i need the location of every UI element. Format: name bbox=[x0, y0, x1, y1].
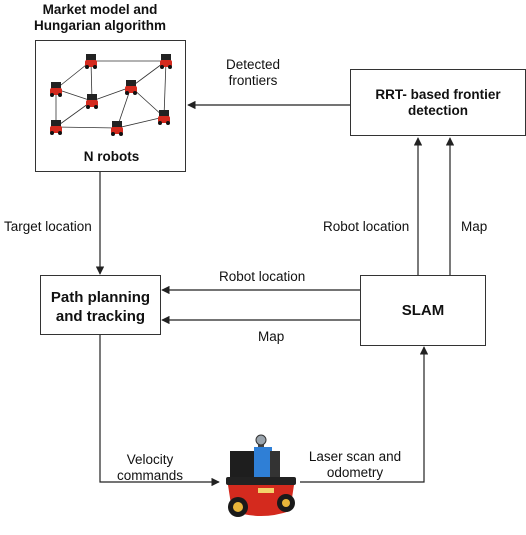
label-velocity-commands: Velocity commands bbox=[116, 452, 184, 483]
rrt-frontier-box: RRT- based frontier detection bbox=[350, 69, 526, 136]
arrow-velocity-commands bbox=[99, 335, 220, 487]
slam-box: SLAM bbox=[360, 275, 486, 346]
label-laser-scan: Laser scan and odometry bbox=[308, 449, 402, 480]
label-detected-frontiers: Detected frontiers bbox=[225, 57, 281, 88]
label-robot-location-left: Robot location bbox=[219, 269, 306, 284]
market-title: Market model and Hungarian algorithm bbox=[33, 2, 166, 33]
label-map-left: Map bbox=[258, 329, 285, 344]
robot-image bbox=[226, 434, 296, 517]
robot-icons bbox=[50, 54, 172, 136]
market-caption: N robots bbox=[83, 149, 140, 164]
path-planning-label: Path planning and tracking bbox=[50, 289, 151, 325]
market-model-box: N robots bbox=[35, 40, 186, 172]
slam-label: SLAM bbox=[401, 302, 445, 319]
rrt-label: RRT- based frontier detection bbox=[375, 87, 501, 118]
label-map-up: Map bbox=[461, 219, 488, 234]
label-target-location: Target location bbox=[4, 219, 92, 234]
path-planning-box: Path planning and tracking bbox=[40, 275, 161, 335]
arrow-laser-scan bbox=[300, 346, 429, 483]
robot-network-graph bbox=[50, 54, 172, 136]
label-robot-location-up: Robot location bbox=[323, 219, 410, 234]
